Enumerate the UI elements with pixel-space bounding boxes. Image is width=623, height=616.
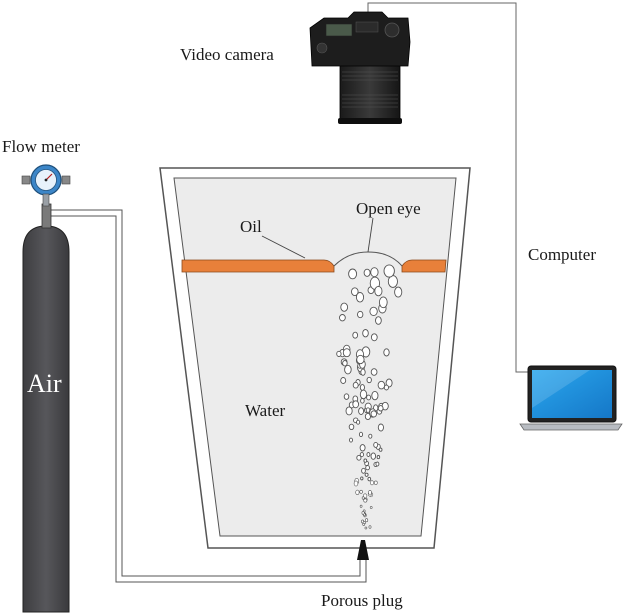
gas-bubble [340,377,347,384]
gas-bubble [370,368,378,376]
gas-bubble [365,465,370,471]
gas-bubble [339,314,346,322]
gas-bubble [359,444,366,452]
gas-bubble [356,454,362,461]
flow-meter-label: Flow meter [2,137,80,156]
gas-bubble [370,480,374,486]
gas-bubble [378,296,388,309]
gas-bubble [364,526,368,530]
gas-bubble [344,364,352,375]
gas-bubble [377,423,384,432]
gas-bubble [342,360,348,367]
gas-bubble [361,496,365,500]
video-camera-label: Video camera [180,45,274,64]
gas-bubble [352,331,359,339]
gas-bubble [340,302,349,312]
water-label: Water [245,401,285,420]
gas-bubble [383,384,389,391]
gas-bubble [368,433,373,439]
gas-bubble [366,452,371,457]
gas-bubble [374,285,383,297]
gas-bubble [358,431,364,438]
gas-bubble [394,286,403,298]
gas-bubble [348,423,355,431]
gas-bubble [369,306,378,317]
gas-bubble [345,406,353,416]
open-eye-label: Open eye [356,199,421,218]
gas-cylinder-icon [22,203,70,613]
gas-bubble [351,287,359,297]
gas-bubble [356,419,361,425]
computer-label: Computer [528,245,596,264]
gas-bubble [365,518,369,523]
gas-bubble [383,264,395,278]
gas-bubble [356,354,365,365]
gas-bubble [365,407,371,413]
oil-label: Oil [240,217,262,236]
air-tubing [47,209,367,583]
gas-bubble [357,310,364,319]
cylinder-label-air: Air [27,369,62,398]
gas-bubble [373,480,378,485]
gas-bubble [370,333,378,342]
vessel [159,167,471,560]
gas-bubble [343,393,350,400]
gas-bubble [353,480,359,487]
gas-bubble [368,489,372,495]
gas-bubble [383,348,390,357]
gas-bubble [349,437,353,443]
flow-meter-gauge-icon [21,164,71,207]
gas-bubble [370,452,377,460]
gas-bubble [378,447,383,452]
bubble-plume [336,264,403,530]
gas-bubble [377,380,386,390]
camera-cable [367,2,530,373]
porous-plug-icon [357,540,369,560]
gas-bubble [352,400,360,409]
gas-bubble [362,329,369,338]
gas-bubble [366,376,372,384]
gas-bubble [377,405,384,412]
gas-bubble [375,461,380,467]
gas-bubble [342,348,351,358]
leader-lines [261,217,374,259]
gas-bubble [352,381,359,389]
gas-bubble [362,522,366,526]
porous-plug-label: Porous plug [321,591,403,610]
gas-bubble [370,410,378,418]
gas-bubble [370,267,379,278]
gas-bubble [363,498,368,503]
laptop-icon [519,365,623,431]
gas-bubble [359,389,368,400]
gas-bubble [363,268,371,277]
gas-bubble [359,489,363,494]
gas-bubble [361,511,365,515]
dslr-camera-icon [309,11,411,124]
gas-bubble [359,452,365,458]
gas-bubble [373,441,379,448]
gas-bubble [376,455,381,460]
gas-bubble [368,525,372,529]
gas-bubble [364,472,369,477]
gas-bubble [355,292,365,303]
gas-bubble [367,476,372,482]
gas-bubble [371,390,379,401]
gas-bubble [375,316,382,325]
gas-bubble [358,407,365,415]
gas-bubble [369,506,373,509]
gas-bubble [336,350,342,357]
gas-bubble [359,384,365,391]
gas-bubble [355,489,360,496]
gas-bubble [348,268,358,280]
gas-bubble [360,368,366,376]
gas-bubble [366,394,372,401]
gas-bubble [359,504,363,508]
gas-bubble [361,467,366,474]
gas-bubble [363,458,368,463]
gas-bubble [360,476,364,481]
